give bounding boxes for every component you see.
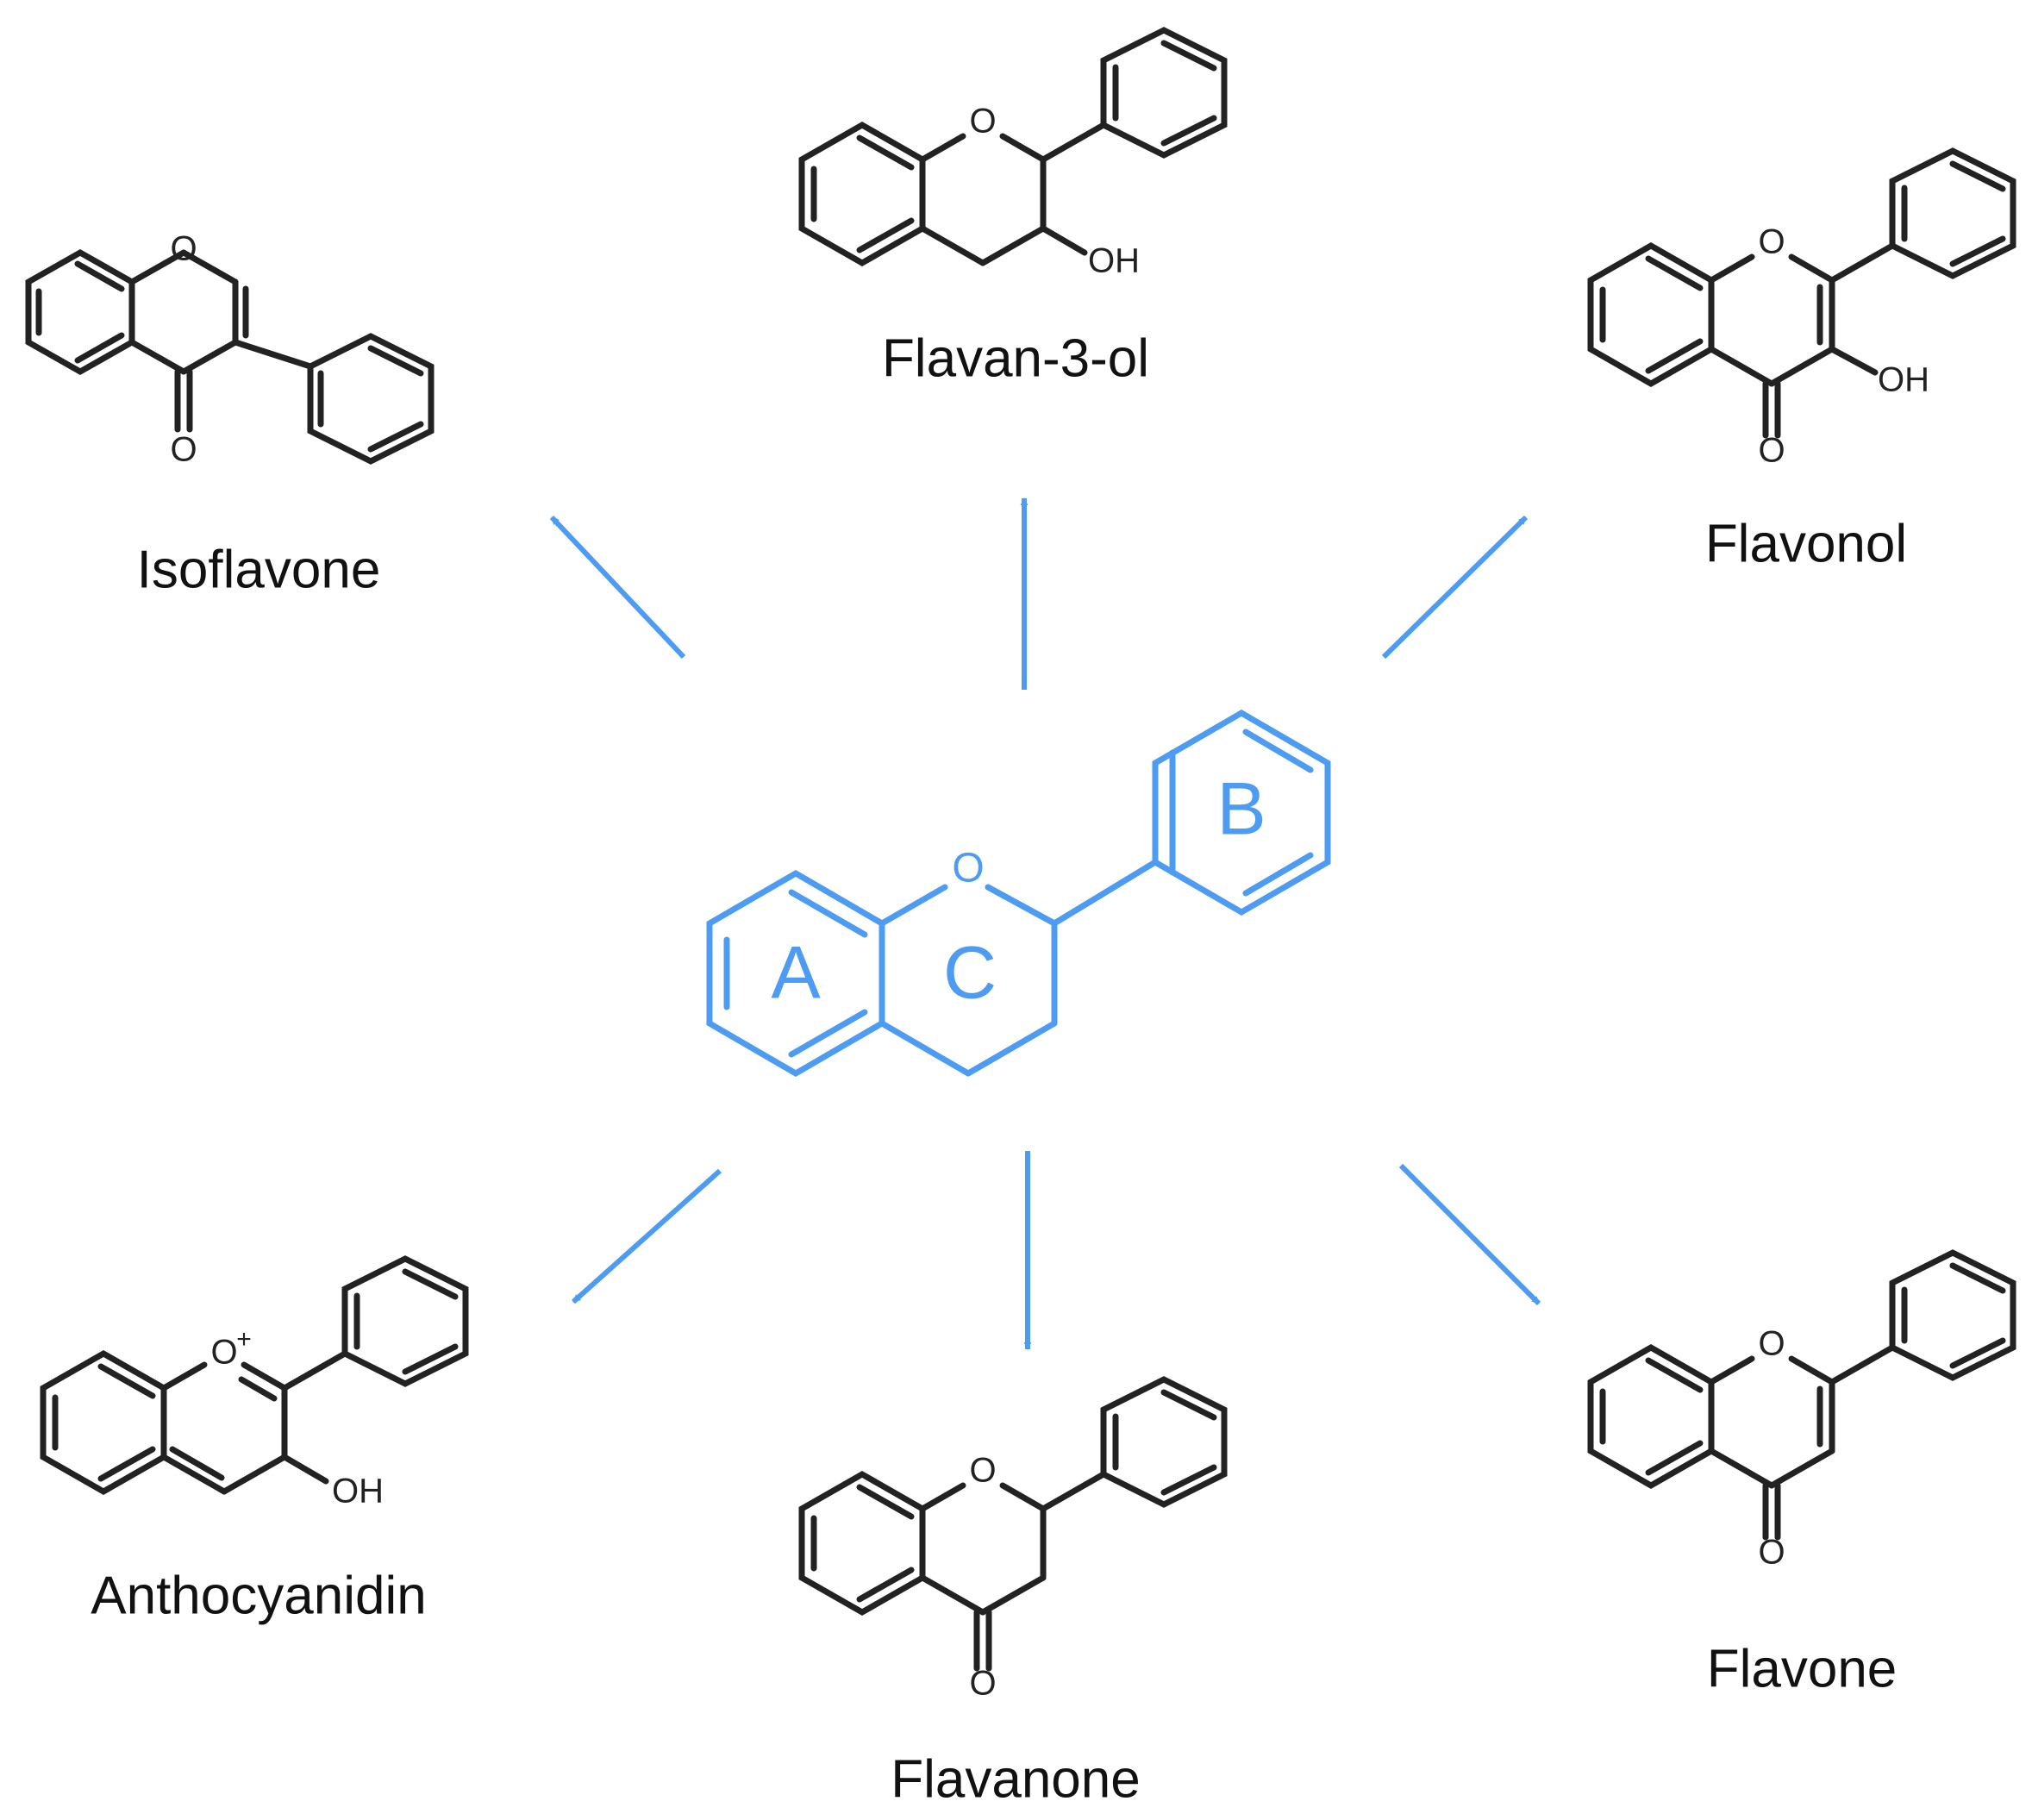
- anthocyanidin-oxygen-ring: O: [210, 1334, 237, 1372]
- flavone-oxygen-carbonyl: O: [1758, 1534, 1785, 1572]
- ring-label-c: C: [943, 932, 997, 1015]
- arrows: [549, 497, 1541, 1350]
- flavan-3-ol-hydroxyl: OH: [1088, 242, 1140, 280]
- flavone-label: Flavone: [1707, 1639, 1898, 1698]
- anthocyanidin-charge: +: [236, 1325, 252, 1354]
- flavan-3-ol-structure: [798, 27, 1228, 267]
- flavone-oxygen-ring: O: [1758, 1325, 1785, 1363]
- flavanone-label: Flavanone: [891, 1749, 1141, 1809]
- flavan-core-structure: [706, 709, 1331, 1078]
- flavonol-oxygen-carbonyl: O: [1758, 432, 1785, 470]
- ring-label-a: A: [771, 932, 821, 1015]
- arrow-to-flavone: [1398, 1163, 1541, 1306]
- arrow-to-flavonol: [1381, 515, 1529, 660]
- anthocyanidin-hydroxyl: OH: [332, 1473, 384, 1510]
- ring-label-b: B: [1216, 768, 1266, 851]
- flavanone-oxygen-ring: O: [969, 1452, 996, 1490]
- arrow-to-isoflavone: [549, 515, 686, 660]
- isoflavone-structure: [25, 248, 435, 465]
- anthocyanidin-structure: [40, 1255, 469, 1496]
- flavanone-oxygen-carbonyl: O: [969, 1665, 996, 1703]
- flavonol-hydroxyl: OH: [1878, 361, 1929, 399]
- flavonol-label: Flavonol: [1705, 514, 1907, 573]
- flavan-3-ol-label: Flavan-3-ol: [882, 328, 1149, 388]
- anthocyanidin-label: Anthocyanidin: [91, 1566, 427, 1625]
- core-oxygen-atom: O: [952, 846, 984, 891]
- flavone-structure: [1587, 1249, 2016, 1541]
- arrow-to-anthocyanidin: [572, 1168, 722, 1304]
- flavanone-structure: [798, 1376, 1228, 1672]
- isoflavone-oxygen-ring: O: [170, 230, 197, 268]
- isoflavone-oxygen-carbonyl: O: [170, 431, 197, 469]
- isoflavone-label: Isoflavone: [137, 540, 381, 599]
- flavan-3-ol-oxygen-ring: O: [969, 103, 996, 141]
- flavonol-oxygen-ring: O: [1758, 223, 1785, 261]
- flavonol-structure: [1587, 147, 2016, 439]
